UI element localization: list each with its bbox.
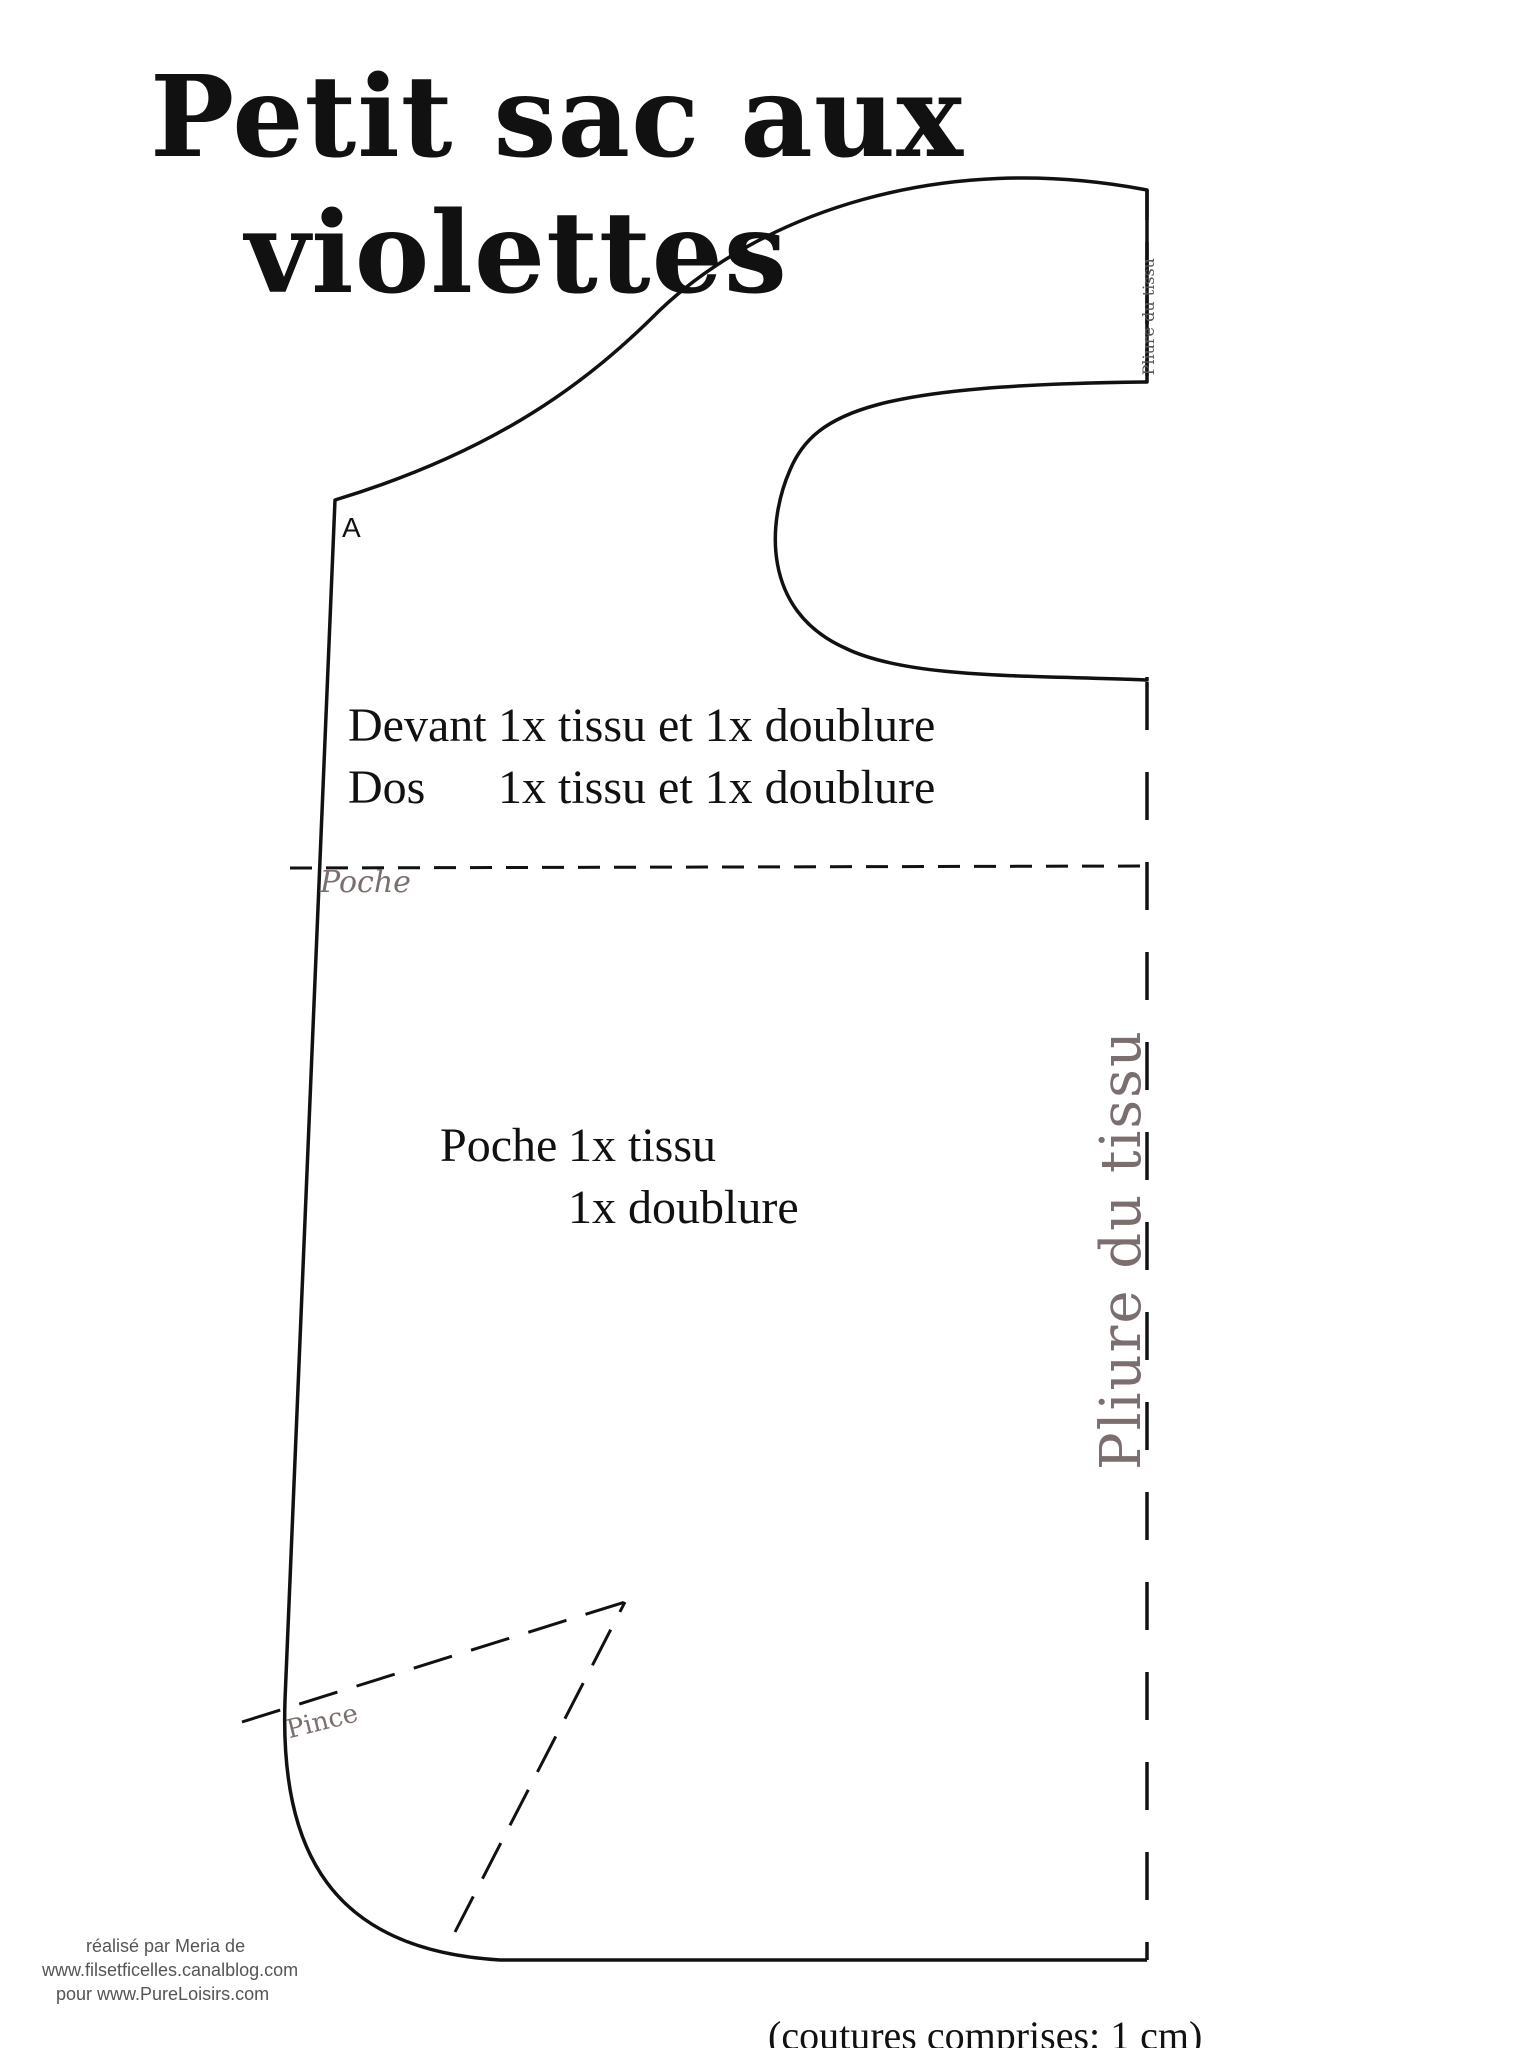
poche-label: Poche: [440, 1119, 558, 1172]
dos-quantity: 1x tissu et 1x doublure: [498, 761, 936, 814]
dart-line-upper: [241, 1600, 626, 1724]
title-line-2: violettes: [245, 188, 788, 319]
credit-line-2: www.filsetficelles.canalblog.com: [42, 1960, 299, 1980]
poche-quantity-lining: 1x doublure: [568, 1181, 799, 1234]
pattern-cut-line: [282, 176, 1149, 1962]
credit-line-1: réalisé par Meria de: [86, 1936, 246, 1956]
pocket-line: [289, 864, 1146, 870]
devant-quantity: 1x tissu et 1x doublure: [498, 699, 936, 752]
fold-label-large: Pliure du tissu: [1089, 1029, 1154, 1470]
title-line-1: Petit sac aux: [150, 52, 965, 183]
pocket-line-label: Poche: [320, 865, 411, 900]
point-a-label: A: [342, 512, 361, 543]
credit-line-3: pour www.PureLoisirs.com: [56, 1984, 270, 2004]
fold-label-small: Pliure du tissu: [1139, 258, 1158, 376]
seam-allowance-note: (coutures comprises: 1 cm): [768, 2013, 1203, 2048]
poche-quantity-fabric: 1x tissu: [568, 1119, 717, 1172]
dos-label: Dos: [348, 761, 426, 814]
dart-line-lower: [453, 1601, 627, 1933]
devant-label: Devant: [348, 699, 487, 752]
